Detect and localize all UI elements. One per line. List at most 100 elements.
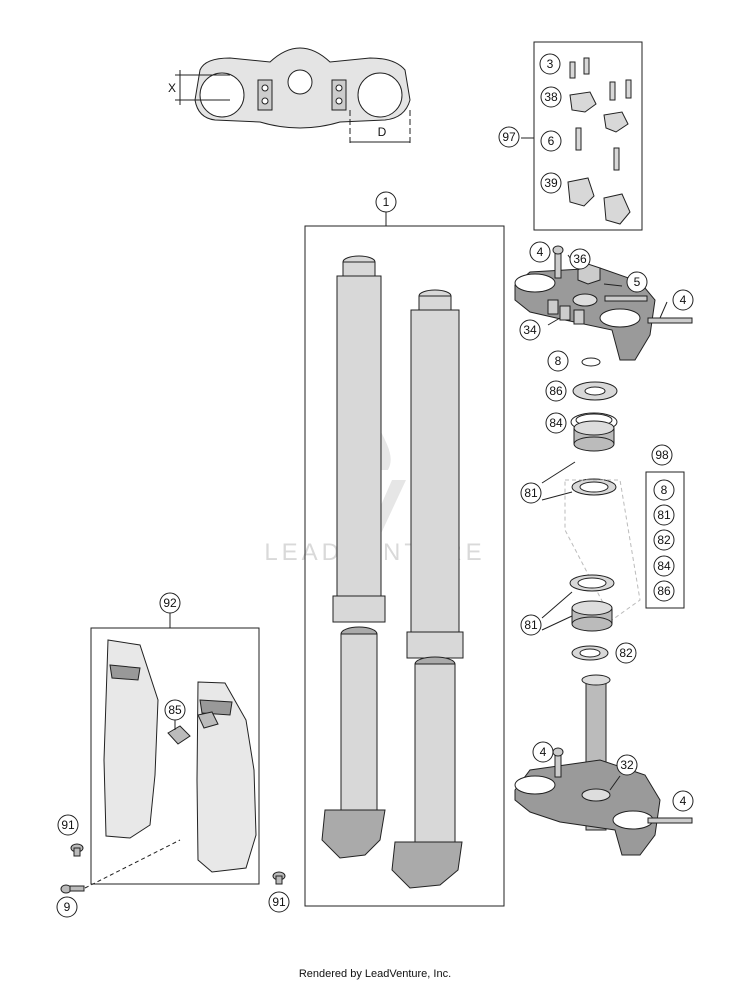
callout-c9[interactable]: 9 (56, 896, 78, 918)
callout-label: 8 (661, 483, 668, 497)
callout-c3[interactable]: 3 (539, 53, 561, 75)
callout-circle (268, 891, 290, 913)
callout-c81a[interactable]: 81 (520, 482, 542, 504)
callout-label: 85 (168, 703, 182, 717)
callout-circle (569, 248, 591, 270)
bearing-stack (564, 357, 641, 661)
callout-k86[interactable]: 86 (653, 580, 675, 602)
callout-c4c[interactable]: 4 (532, 741, 554, 763)
leader-5 (603, 283, 623, 287)
leader-4b (659, 301, 668, 319)
callout-circle (653, 479, 675, 501)
callout-label: 5 (634, 275, 641, 289)
callout-label: 81 (524, 486, 538, 500)
callout-label: 91 (61, 818, 75, 832)
callout-circle (626, 271, 648, 293)
callout-c81b[interactable]: 81 (520, 614, 542, 636)
callout-label: 81 (657, 508, 671, 522)
callout-circle (615, 642, 637, 664)
callout-circle (164, 699, 186, 721)
callout-c92[interactable]: 92 (159, 592, 181, 614)
callout-circle (653, 504, 675, 526)
callout-c8[interactable]: 8 (547, 350, 569, 372)
callout-label: 91 (272, 895, 286, 909)
callout-c91b[interactable]: 91 (268, 891, 290, 913)
callout-c85[interactable]: 85 (164, 699, 186, 721)
callout-circle (545, 412, 567, 434)
leader-34 (547, 317, 561, 326)
callout-c91a[interactable]: 91 (57, 814, 79, 836)
callout-circle (532, 741, 554, 763)
callout-label: 4 (680, 293, 687, 307)
callout-circle (547, 350, 569, 372)
callout-label: 38 (544, 90, 558, 104)
callout-circle (616, 754, 638, 776)
callout-circle (375, 191, 397, 213)
callout-circle (498, 126, 520, 148)
fork-guard-box (90, 627, 260, 885)
dimension-x-label: X (168, 81, 176, 95)
callout-c38[interactable]: 38 (540, 86, 562, 108)
callout-label: 82 (619, 646, 633, 660)
callout-circle (520, 482, 542, 504)
dimension-d-label: D (378, 125, 387, 139)
lower-triple-clamp-with-stem (514, 674, 693, 856)
callout-c4d[interactable]: 4 (672, 790, 694, 812)
callout-layer: 1 3 38 97 6 39 4 36 5 4 34 8 86 84 81 81 82 98 8 81 82 84 86 92… (56, 53, 694, 918)
callout-k8[interactable]: 8 (653, 479, 675, 501)
callout-c4b[interactable]: 4 (672, 289, 694, 311)
callout-label: 4 (540, 745, 547, 759)
callout-c1[interactable]: 1 (375, 191, 397, 213)
callout-label: 82 (657, 533, 671, 547)
callout-label: 6 (548, 134, 555, 148)
clamp-bolts-and-holders (567, 57, 632, 225)
callout-c39[interactable]: 39 (540, 172, 562, 194)
callout-circle (56, 896, 78, 918)
leader-81b-2 (541, 615, 573, 631)
fork-assembly-box (304, 225, 505, 907)
callout-label: 1 (383, 195, 390, 209)
callout-c97[interactable]: 97 (498, 126, 520, 148)
callout-label: 98 (655, 448, 669, 462)
callout-circle (540, 172, 562, 194)
callout-c32[interactable]: 32 (616, 754, 638, 776)
callout-label: 97 (502, 130, 516, 144)
callout-c84[interactable]: 84 (545, 412, 567, 434)
kit-97-box (533, 41, 643, 231)
callout-label: 84 (549, 416, 563, 430)
callout-c98[interactable]: 98 (651, 444, 673, 466)
callout-c34[interactable]: 34 (519, 319, 541, 341)
callout-circle (653, 555, 675, 577)
leader-9-dashed (84, 839, 181, 889)
callout-k84[interactable]: 84 (653, 555, 675, 577)
callout-label: 9 (64, 900, 71, 914)
callout-circle (540, 130, 562, 152)
callout-circle (672, 289, 694, 311)
callout-circle (540, 86, 562, 108)
callout-k82[interactable]: 82 (653, 529, 675, 551)
callout-circle (545, 380, 567, 402)
callout-circle (159, 592, 181, 614)
callout-c6[interactable]: 6 (540, 130, 562, 152)
callout-circle (529, 241, 551, 263)
fork-legs (321, 255, 464, 889)
callout-circle (519, 319, 541, 341)
callout-label: 92 (163, 596, 177, 610)
callout-k81[interactable]: 81 (653, 504, 675, 526)
callout-c86[interactable]: 86 (545, 380, 567, 402)
kit-98-box (645, 471, 685, 609)
callout-label: 8 (555, 354, 562, 368)
callout-label: 86 (549, 384, 563, 398)
callout-label: 86 (657, 584, 671, 598)
triple-clamp-dimension-sketch (175, 47, 411, 145)
callout-label: 39 (544, 176, 558, 190)
footer-credit: Rendered by LeadVenture, Inc. (298, 968, 452, 980)
callout-c36[interactable]: 36 (569, 248, 591, 270)
callout-c4a[interactable]: 4 (529, 241, 551, 263)
guard-screws (60, 843, 286, 894)
callout-circle (653, 529, 675, 551)
callout-label: 32 (620, 758, 634, 772)
callout-c5[interactable]: 5 (626, 271, 648, 293)
callout-c82[interactable]: 82 (615, 642, 637, 664)
